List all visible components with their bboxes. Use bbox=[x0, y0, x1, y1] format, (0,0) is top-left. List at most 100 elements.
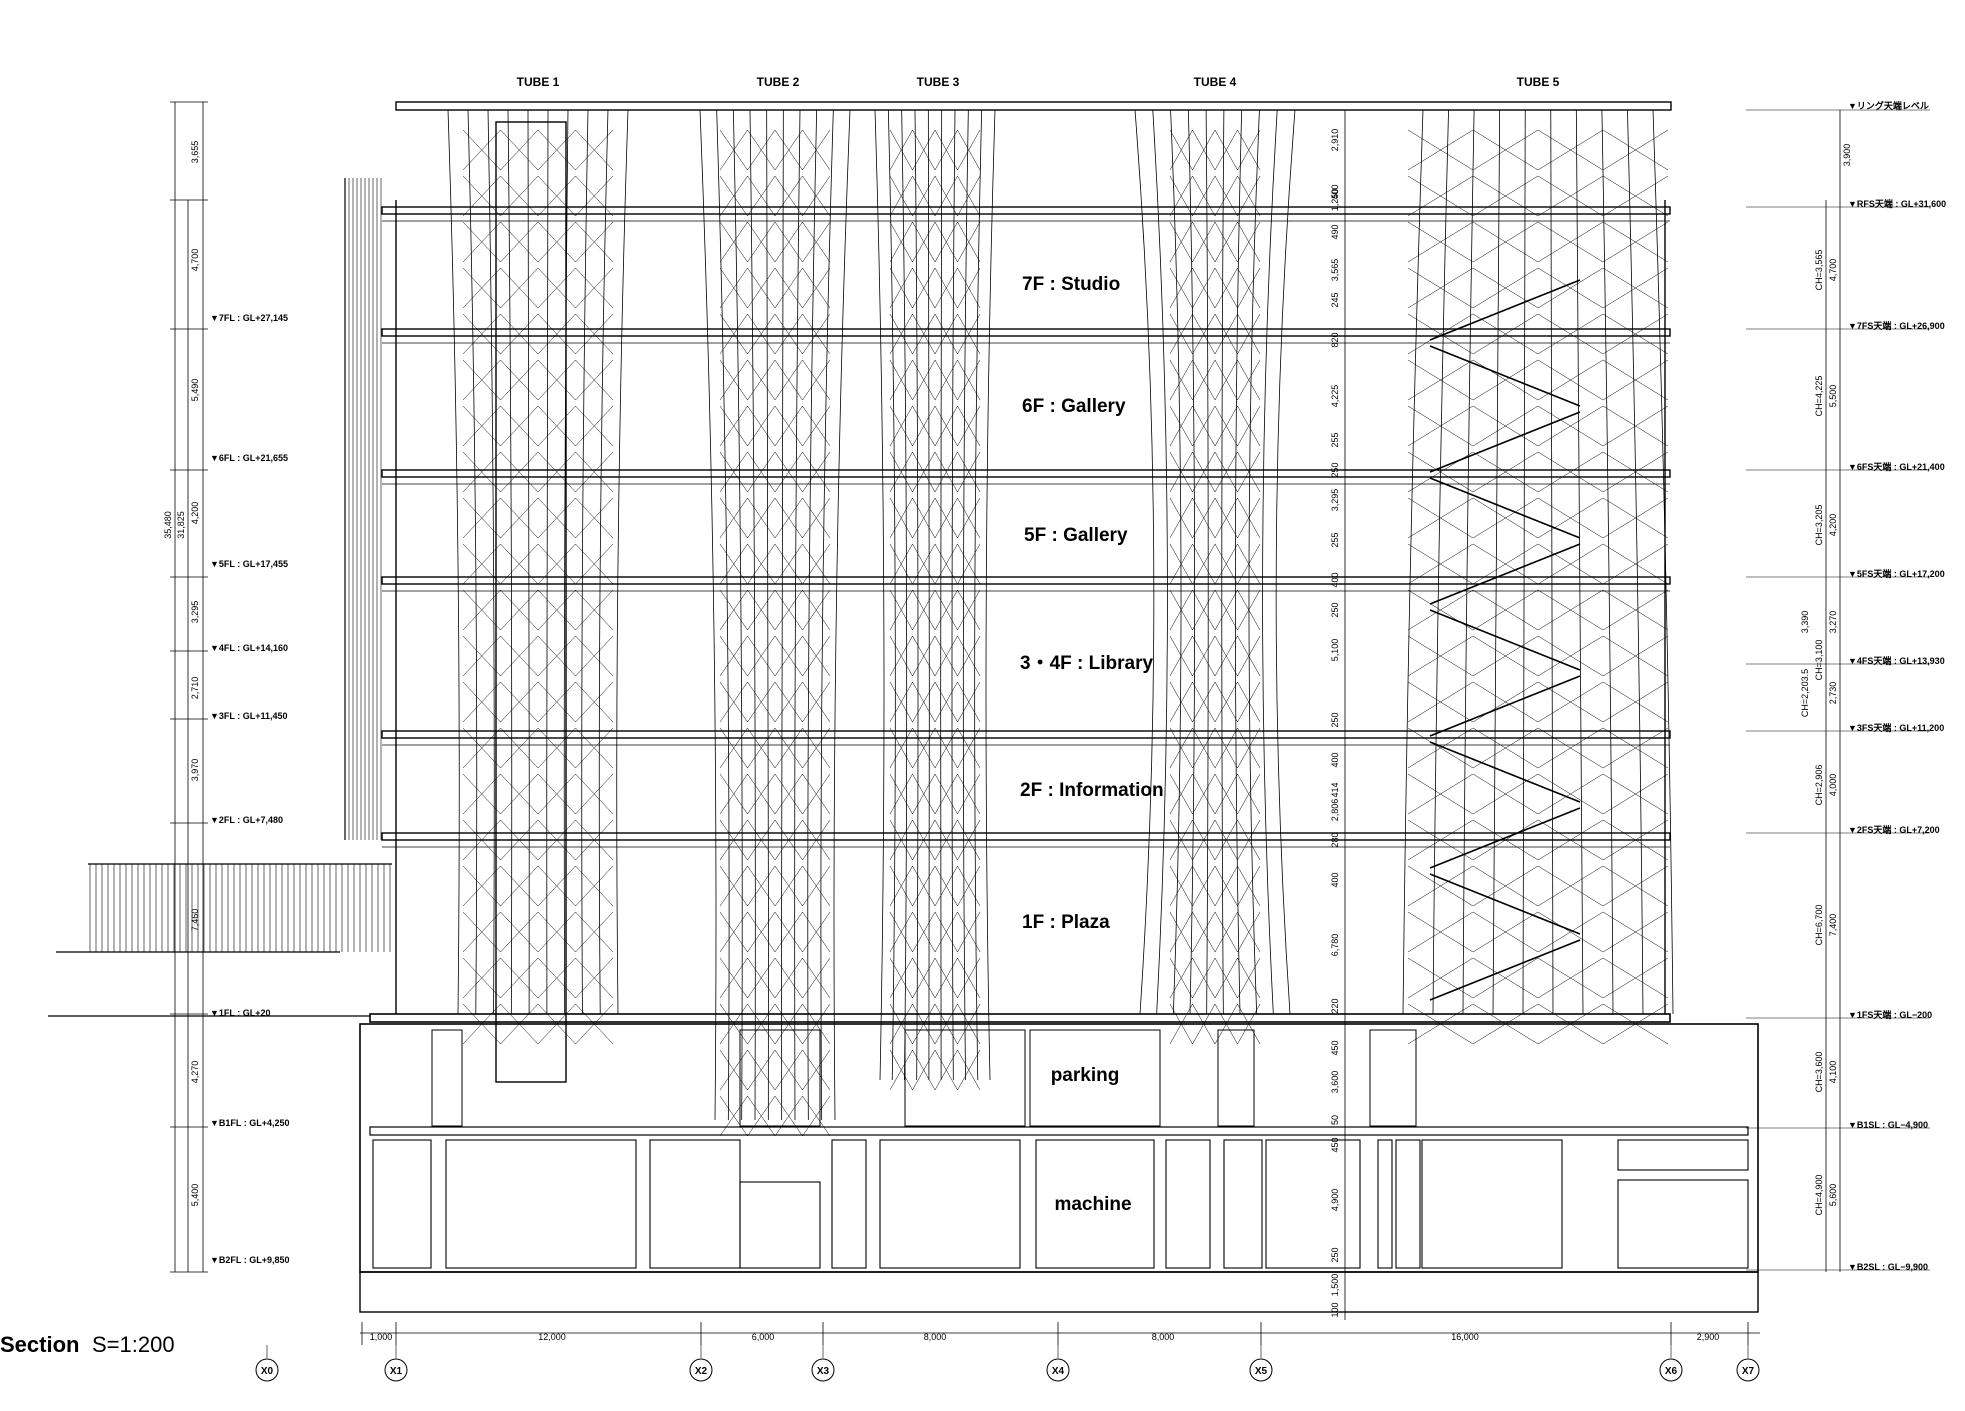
tube-label: TUBE 3 bbox=[917, 75, 960, 89]
level-mark: ▼7FS天端 : GL+26,900 bbox=[1848, 320, 1945, 331]
parking-bay bbox=[739, 1029, 821, 1127]
stair bbox=[1429, 279, 1581, 1001]
dimension: 3,295 bbox=[190, 601, 200, 624]
right-dimensions: 3,900 CH=3,565 4,700 CH=4,225 5,500 CH=3… bbox=[1800, 144, 1852, 1216]
parking-bay bbox=[1029, 1029, 1161, 1127]
svg-text:X0: X0 bbox=[261, 1366, 274, 1377]
grid-spacing: 1,000 bbox=[370, 1332, 393, 1342]
svg-text:X7: X7 bbox=[1742, 1366, 1755, 1377]
level-mark: ▼B2SL : GL−9,900 bbox=[1848, 1262, 1928, 1272]
left-dimensions: 3,655 4,700 5,490 4,200 3,295 2,710 3,97… bbox=[163, 141, 200, 1207]
dimension: 3,295 bbox=[1330, 489, 1340, 512]
dimension-total: 31,825 bbox=[176, 511, 186, 539]
tube-label: TUBE 1 bbox=[517, 75, 560, 89]
basement-room bbox=[649, 1139, 741, 1269]
dimension: 5,490 bbox=[190, 379, 200, 402]
dimension: 820 bbox=[1330, 332, 1340, 347]
dimension: 3,600 bbox=[1330, 1071, 1340, 1094]
grid-axis-x6: X6 bbox=[1659, 1358, 1683, 1382]
dimension: 3,390 bbox=[1800, 611, 1810, 634]
basement-room bbox=[1617, 1179, 1749, 1269]
elevator-shaft bbox=[495, 121, 567, 1083]
center-dimensions: 2,9104001,2504903,5652458204,2252552503,… bbox=[1330, 129, 1340, 1318]
basement-room bbox=[1377, 1139, 1393, 1269]
floor-slab bbox=[381, 576, 1671, 585]
right-level-marks: ▼リング天端レベル ▼RFS天端 : GL+31,600 ▼7FS天端 : GL… bbox=[1848, 100, 1946, 1272]
dimension: 2,910 bbox=[1330, 129, 1340, 152]
basement-room bbox=[879, 1139, 1021, 1269]
floor-slab bbox=[381, 832, 1671, 841]
roof-ring bbox=[395, 101, 1672, 111]
dimension: 100 bbox=[1330, 1302, 1340, 1317]
room-label: 6F : Gallery bbox=[1022, 396, 1126, 417]
room-labels: 7F : Studio 6F : Gallery 5F : Gallery 3・… bbox=[1020, 274, 1164, 1215]
level-mark: ▼7FL : GL+27,145 bbox=[210, 313, 288, 323]
dimension: 4,200 bbox=[1828, 514, 1838, 537]
tube-4-lattice bbox=[1134, 109, 1296, 1045]
level-mark: ▼2FL : GL+7,480 bbox=[210, 815, 283, 825]
room-label: 7F : Studio bbox=[1022, 274, 1120, 295]
svg-text:X3: X3 bbox=[817, 1366, 830, 1377]
dimension: 4,100 bbox=[1828, 1061, 1838, 1084]
drawing-title: Section bbox=[0, 1332, 79, 1357]
floor-slab bbox=[381, 206, 1671, 215]
dimension: 4,000 bbox=[1828, 774, 1838, 797]
dimension: 255 bbox=[1330, 532, 1340, 547]
dimension: 50 bbox=[1330, 1115, 1340, 1125]
dimension: 5,100 bbox=[1330, 639, 1340, 662]
level-mark: ▼1FL : GL+20 bbox=[210, 1008, 271, 1018]
grid-axis-x7: X7 bbox=[1736, 1358, 1760, 1382]
room-label: 1F : Plaza bbox=[1022, 912, 1110, 933]
grid-axis-x1: X1 bbox=[384, 1358, 408, 1382]
dimension: 5,400 bbox=[190, 1184, 200, 1207]
tube-3-lattice bbox=[874, 109, 996, 1091]
basement-room bbox=[1265, 1139, 1361, 1269]
dimension: CH=3,205 bbox=[1814, 505, 1824, 546]
basement-room bbox=[1617, 1139, 1749, 1171]
grid-spacing: 6,000 bbox=[752, 1332, 775, 1342]
room-label: parking bbox=[1051, 1065, 1120, 1086]
dimension: 450 bbox=[1330, 1137, 1340, 1152]
basement-room bbox=[831, 1139, 867, 1269]
level-mark: ▼4FS天端 : GL+13,930 bbox=[1848, 655, 1945, 666]
level-mark: ▼5FS天端 : GL+17,200 bbox=[1848, 568, 1945, 579]
room-label: machine bbox=[1054, 1194, 1131, 1215]
svg-text:X2: X2 bbox=[695, 1366, 708, 1377]
dimension: 255 bbox=[1330, 432, 1340, 447]
floor-slab bbox=[381, 328, 1671, 337]
basement-room bbox=[1223, 1139, 1263, 1269]
foundation bbox=[359, 1271, 1759, 1313]
dimension: 3,565 bbox=[1330, 259, 1340, 282]
dimension: 7,460 bbox=[190, 909, 200, 932]
svg-text:X1: X1 bbox=[390, 1366, 403, 1377]
dimension: 3,655 bbox=[190, 141, 200, 164]
level-mark: ▼B2FL : GL+9,850 bbox=[210, 1255, 290, 1265]
level-mark: ▼6FS天端 : GL+21,400 bbox=[1848, 461, 1945, 472]
basement-room bbox=[1395, 1139, 1421, 1269]
floor-slab bbox=[381, 469, 1671, 478]
dimension: 450 bbox=[1330, 1040, 1340, 1055]
dimension: 4,200 bbox=[190, 502, 200, 525]
grid-axis-x2: X2 bbox=[689, 1358, 713, 1382]
dimension: 2,710 bbox=[190, 677, 200, 700]
dimension: 250 bbox=[1330, 462, 1340, 477]
tube-label: TUBE 4 bbox=[1194, 75, 1237, 89]
basement-room bbox=[1421, 1139, 1563, 1269]
dimension-total: 35,480 bbox=[163, 511, 173, 539]
tube-2-lattice bbox=[699, 109, 851, 1137]
dimension: 400 bbox=[1330, 572, 1340, 587]
grid-spacing: 8,000 bbox=[924, 1332, 947, 1342]
floor-slab bbox=[381, 730, 1671, 739]
level-mark: ▼3FL : GL+11,450 bbox=[210, 711, 288, 721]
drawing-scale: S=1:200 bbox=[92, 1332, 175, 1357]
level-mark: ▼B1SL : GL−4,900 bbox=[1848, 1120, 1928, 1130]
room-label: 5F : Gallery bbox=[1024, 525, 1128, 546]
ground-slab bbox=[369, 1013, 1671, 1023]
dimension: CH=4,225 bbox=[1814, 376, 1824, 417]
dimension: 3,270 bbox=[1828, 611, 1838, 634]
dimension: 5,500 bbox=[1828, 385, 1838, 408]
dimension: CH=6,700 bbox=[1814, 905, 1824, 946]
level-mark: ▼2FS天端 : GL+7,200 bbox=[1848, 824, 1940, 835]
dimension: 250 bbox=[1330, 1247, 1340, 1262]
parking-bay bbox=[1369, 1029, 1417, 1127]
